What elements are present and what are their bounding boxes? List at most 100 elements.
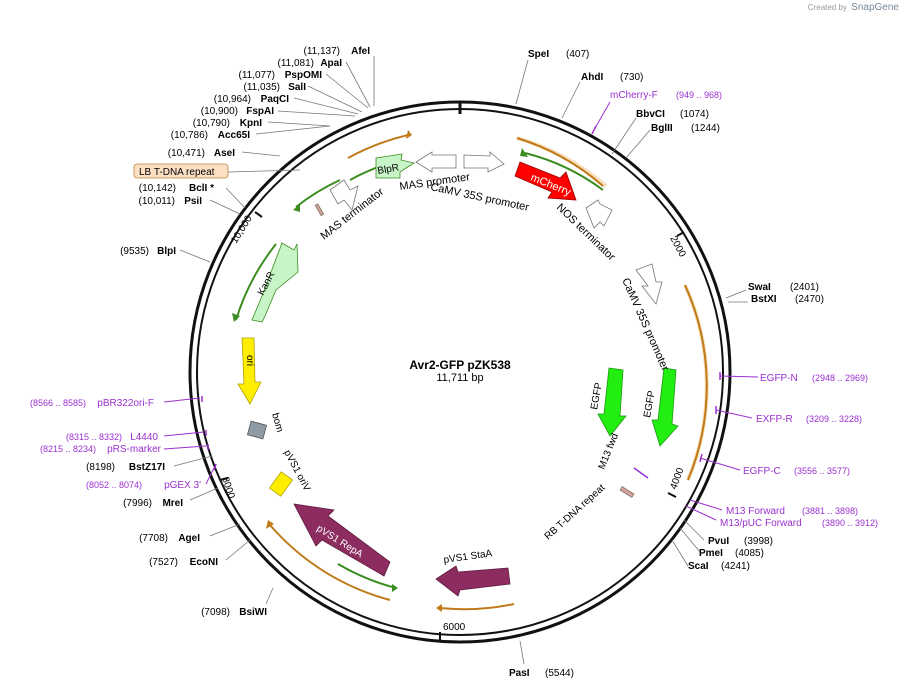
enzyme-salI-pos: (11,035) xyxy=(243,82,280,93)
enzyme-pspOMI-name: PspOMI xyxy=(285,70,322,81)
enzyme-kpnI-pos: (10,790) xyxy=(193,118,230,129)
enzyme-aseI-name: AseI xyxy=(214,148,235,159)
primer-site-marks xyxy=(201,125,721,471)
feature-kanr-arrow[interactable] xyxy=(251,242,299,323)
tick-label-4000: 4000 xyxy=(668,466,686,491)
enzyme-ahdI-name: AhdI xyxy=(581,72,603,83)
primer-pbr322ori-f-name: pBR322ori-F xyxy=(97,398,154,409)
feature-camv-promoter-right-label: CaMV 35S promoter xyxy=(619,276,671,373)
enzyme-ahdI-pos: (730) xyxy=(620,72,643,83)
feature-camv-promoter-right-arrow[interactable] xyxy=(635,263,663,305)
primer-egfp-n-name: EGFP-N xyxy=(760,373,798,384)
feature-rb-repeat-mark[interactable] xyxy=(619,486,635,498)
enzyme-fspAI-name: FspAI xyxy=(246,106,274,117)
feature-bom-label: bom xyxy=(269,412,285,434)
enzyme-psiI-name: PsiI xyxy=(184,196,202,207)
enzyme-bstXI-pos: (2470) xyxy=(795,294,824,305)
feature-rb-repeat-label: RB T-DNA repeat xyxy=(543,482,608,542)
orf-arc-top-left-head xyxy=(406,130,412,139)
enzyme-ecoNI-name: EcoNI xyxy=(190,557,219,568)
tick-mark-10000 xyxy=(254,211,263,218)
enzyme-ageI-pos: (7708) xyxy=(139,533,168,544)
plasmid-name: Avr2-GFP pZK538 xyxy=(409,358,511,372)
enzyme-salI-name: SalI xyxy=(288,82,306,93)
feature-mcherry-arrow[interactable] xyxy=(514,161,577,201)
tick-mark-2000 xyxy=(676,231,685,237)
feature-pvs1-repa-arrow[interactable] xyxy=(293,503,391,577)
enzyme-pspOMI-pos: (11,077) xyxy=(238,70,275,81)
enzyme-scaI-name: ScaI xyxy=(688,561,709,572)
enzyme-bclI-pos: (10,142) xyxy=(139,183,176,194)
enzyme-afeI-name: AfeI xyxy=(351,46,370,57)
orf-arc-mcherry-region xyxy=(516,137,604,187)
enzyme-pmeI-name: PmeI xyxy=(699,548,723,559)
feature-nos-terminator-arrow[interactable] xyxy=(585,199,613,229)
primer-mcherry-f-name: mCherry-F xyxy=(610,90,658,101)
primer-exfp-r-pos: (3209 .. 3228) xyxy=(806,414,862,424)
orf-arc-bottom-left-head xyxy=(266,520,274,529)
feature-pvs1-staa-label: pVS1 StaA xyxy=(443,548,493,566)
enzyme-pvuI-name: PvuI xyxy=(708,536,729,547)
feature-egfp1-arrow[interactable] xyxy=(597,367,627,437)
feature-mas-terminator-arrow[interactable] xyxy=(329,179,359,211)
callout-lb-repeat-label: LB T-DNA repeat xyxy=(139,167,215,178)
feature-ori-arrow[interactable] xyxy=(237,337,262,405)
enzyme-acc65I-name: Acc65I xyxy=(218,130,250,141)
enzyme-pasI-name: PasI xyxy=(509,668,530,679)
orf-arc-bottom-left xyxy=(269,524,391,601)
primer-egfp-c-pos: (3556 .. 3577) xyxy=(794,466,850,476)
primer-mcherry-f-pos: (949 .. 968) xyxy=(676,90,722,100)
feature-pvs1-staa-arrow[interactable] xyxy=(435,565,511,597)
callout-leader-line xyxy=(227,169,301,173)
feature-blpr-label: BlpR xyxy=(377,162,400,177)
enzyme-speI-pos: (407) xyxy=(566,49,589,60)
feature-pvs1-oriv-box[interactable] xyxy=(268,471,294,497)
feature-mas-promoter-arrow[interactable] xyxy=(415,151,457,173)
watermark-app-name: SnapGene xyxy=(851,2,899,13)
enzyme-paqCI-name: PaqCI xyxy=(261,94,290,105)
feature-camv-promoter-top-arrow[interactable] xyxy=(463,151,505,173)
enzyme-swaI-name: SwaI xyxy=(748,282,771,293)
enzyme-blpI-pos: (9535) xyxy=(120,246,149,257)
orf-arc-green-top-right-head xyxy=(520,148,528,157)
enzyme-bsiWI-pos: (7098) xyxy=(201,607,230,618)
callout-lb-repeat-box[interactable] xyxy=(133,163,229,179)
primer-prs-marker-name: pRS-marker xyxy=(107,444,162,455)
enzyme-pvuI-pos: (3998) xyxy=(744,536,773,547)
enzyme-pmeI-pos: (4085) xyxy=(735,548,764,559)
watermark-created-by: Created by xyxy=(807,3,847,12)
enzyme-pasI-pos: (5544) xyxy=(545,668,574,679)
tick-label-6000: 6000 xyxy=(443,622,466,633)
primer-egfp-n-pos: (2948 .. 2969) xyxy=(812,373,868,383)
enzyme-bglII-pos: (1244) xyxy=(691,123,720,134)
enzyme-bbvCI-pos: (1074) xyxy=(680,109,709,120)
primer-pbr322ori-f-pos: (8566 .. 8585) xyxy=(30,398,86,408)
enzyme-psiI-pos: (10,011) xyxy=(138,196,175,207)
enzyme-ageI-name: AgeI xyxy=(178,533,200,544)
enzyme-bclI-name: BclI * xyxy=(189,183,214,194)
orf-arc-green-left-upper xyxy=(295,179,341,208)
primer-m13-puc-forward-pos: (3890 .. 3912) xyxy=(822,518,878,528)
feature-egfp2-arrow[interactable] xyxy=(651,367,679,447)
enzyme-swaI-pos: (2401) xyxy=(790,282,819,293)
primer-exfp-r-name: EXFP-R xyxy=(756,414,793,425)
feature-m13-fwd-mark[interactable] xyxy=(633,467,649,479)
tick-label-10000: 10,000 xyxy=(229,213,255,245)
enzyme-kpnI-name: KpnI xyxy=(240,118,262,129)
enzyme-bglII-name: BglII xyxy=(651,123,673,134)
primer-l4440-pos: (8315 .. 8332) xyxy=(66,432,122,442)
tick-mark-8000 xyxy=(219,477,229,481)
primer-m13-forward-pos: (3881 .. 3898) xyxy=(802,506,858,516)
feature-lb-repeat-mark[interactable] xyxy=(314,203,325,217)
tick-label-2000: 2000 xyxy=(667,234,687,259)
orf-arc-green-top-right xyxy=(524,152,604,191)
orf-arc-green-left-upper-head xyxy=(293,204,300,212)
orf-arc-green-left-head xyxy=(232,313,240,322)
enzyme-apaI-pos: (11,081) xyxy=(277,58,314,69)
orf-arc-green-left xyxy=(235,243,277,321)
primer-pgex3-name: pGEX 3' xyxy=(164,480,201,491)
feature-blpr-arrow[interactable] xyxy=(375,153,416,179)
enzyme-ecoNI-pos: (7527) xyxy=(149,557,178,568)
feature-egfp2-label: EGFP xyxy=(642,389,658,418)
feature-bom-box[interactable] xyxy=(246,420,268,440)
